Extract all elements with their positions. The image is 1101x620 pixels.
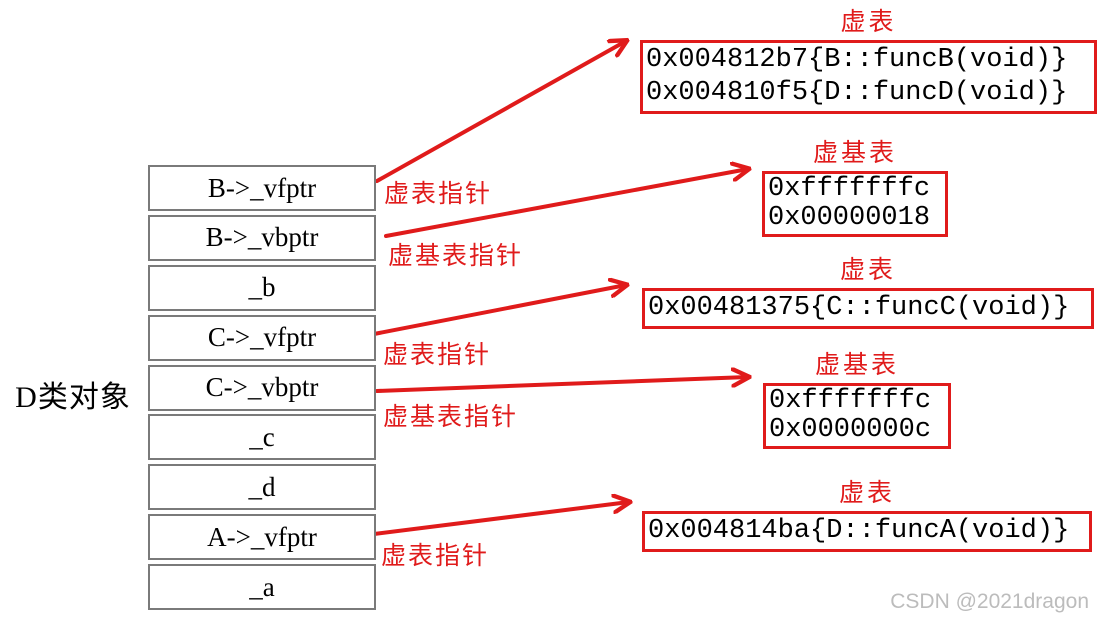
- vtable-entry: 0x004814ba{D::funcA(void)}: [648, 516, 1070, 546]
- object-label: D类对象: [15, 381, 131, 414]
- table-row-d-member: _d: [148, 464, 376, 511]
- vbptr-label-c: 虚基表指针: [383, 404, 519, 431]
- table-row-c-vfptr: C->_vfptr: [148, 314, 376, 361]
- arrow-b-vfptr-to-vtable: [375, 41, 626, 183]
- arrow-c-vfptr-to-vtable: [372, 285, 626, 336]
- vbtable-b-box: 0xfffffffc 0x00000018: [762, 171, 948, 237]
- table-row-a-vfptr: A->_vfptr: [148, 514, 376, 561]
- vtable-a-box: 0x004814ba{D::funcA(void)}: [642, 511, 1092, 552]
- vfptr-label-c: 虚表指针: [383, 342, 492, 369]
- vtable-b: 虚表 0x004812b7{B::funcB(void)} 0x004810f5…: [640, 2, 1097, 114]
- vbtable-c: 虚基表 0xfffffffc 0x0000000c: [763, 345, 951, 449]
- vbtable-entry: 0x00000018: [768, 203, 931, 233]
- vbtable-b-title: 虚基表: [812, 140, 897, 167]
- vtable-entry: 0x004812b7{B::funcB(void)}: [646, 45, 1068, 75]
- vtable-c-title: 虚表: [839, 257, 896, 284]
- vfptr-label-b: 虚表指针: [384, 181, 493, 208]
- arrow-c-vbptr-to-vbtable: [375, 377, 748, 393]
- vtable-entry: 0x00481375{C::funcC(void)}: [648, 293, 1070, 323]
- vbtable-entry: 0xfffffffc: [769, 386, 932, 416]
- vfptr-label-a: 虚表指针: [381, 543, 490, 570]
- table-row-b-vbptr: B->_vbptr: [148, 214, 376, 261]
- vtable-a: 虚表 0x004814ba{D::funcA(void)}: [642, 473, 1092, 552]
- vbtable-entry: 0xfffffffc: [768, 174, 931, 204]
- table-row-c-member: _c: [148, 414, 376, 461]
- vbtable-c-title: 虚基表: [814, 352, 899, 379]
- memory-layout-table: B->_vfptr B->_vbptr _b C->_vfptr C->_vbp…: [148, 165, 376, 610]
- table-row-a-member: _a: [148, 564, 376, 610]
- table-row-b-member: _b: [148, 264, 376, 311]
- csdn-watermark: CSDN @2021dragon: [890, 590, 1089, 613]
- vtable-b-title: 虚表: [840, 9, 897, 36]
- vtable-b-box: 0x004812b7{B::funcB(void)} 0x004810f5{D:…: [640, 40, 1097, 114]
- vbptr-label-b: 虚基表指针: [388, 243, 524, 270]
- vtable-c: 虚表 0x00481375{C::funcC(void)}: [642, 250, 1094, 329]
- vbtable-c-box: 0xfffffffc 0x0000000c: [763, 383, 951, 449]
- vbtable-b: 虚基表 0xfffffffc 0x00000018: [762, 133, 948, 237]
- table-row-b-vfptr: B->_vfptr: [148, 165, 376, 211]
- vtable-c-box: 0x00481375{C::funcC(void)}: [642, 288, 1094, 329]
- table-row-c-vbptr: C->_vbptr: [148, 364, 376, 411]
- vbtable-entry: 0x0000000c: [769, 415, 932, 445]
- vtable-a-title: 虚表: [838, 480, 895, 507]
- arrow-a-vfptr-to-vtable: [372, 502, 629, 536]
- vtable-entry: 0x004810f5{D::funcD(void)}: [646, 78, 1068, 108]
